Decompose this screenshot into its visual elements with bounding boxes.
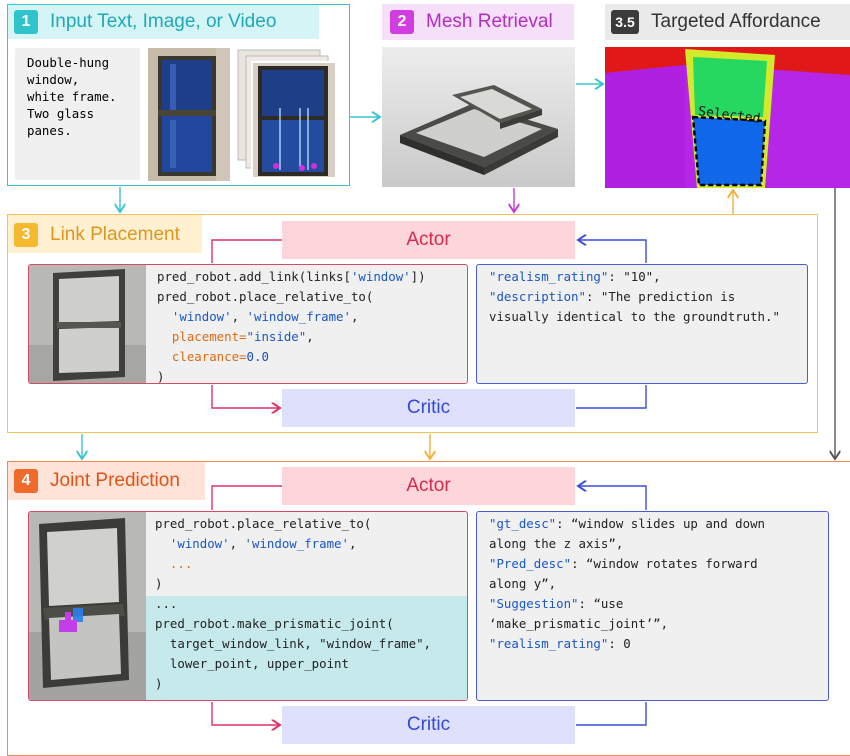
stage3-critic-box: Critic	[282, 389, 575, 427]
stage3-title: Link Placement	[50, 224, 180, 245]
input-text-line: panes.	[27, 123, 72, 138]
stage2-header	[382, 4, 574, 40]
stage3-window-render	[29, 265, 146, 383]
code-text: ,	[306, 329, 314, 344]
stage35-header	[605, 4, 850, 40]
stage4-number-badge: 4	[14, 469, 38, 493]
stage4-header	[8, 462, 205, 500]
code-string: 'window_frame'	[246, 309, 351, 324]
input-text-line: Double-hung	[27, 55, 110, 70]
code-text: lower_point, upper_point	[169, 656, 349, 671]
feedback-value: : “window slides up and down	[556, 516, 766, 531]
code-text: target_window_link, "window_frame",	[169, 636, 432, 651]
stage3-header	[8, 215, 202, 253]
feedback-value: along y”,	[489, 576, 557, 591]
code-text: ,	[231, 309, 247, 324]
stage1-number-badge: 1	[14, 10, 38, 34]
code-text: )	[155, 576, 163, 591]
code-text: ,	[350, 309, 359, 324]
feedback-value: along the z axis”,	[489, 536, 624, 551]
stage3-critic-label: Critic	[406, 397, 451, 418]
code-param: clearance=	[171, 349, 247, 364]
feedback-key: "realism_rating"	[489, 636, 609, 651]
stage3-code-panel: pred_robot.add_link(links['window']) pre…	[28, 264, 468, 384]
feedback-value: : "10",	[608, 269, 661, 284]
feedback-key: "description"	[489, 289, 586, 304]
input-photo	[148, 48, 230, 181]
stage4-title: Joint Prediction	[50, 470, 180, 491]
feedback-key: "realism_rating"	[489, 269, 609, 284]
feedback-key: "gt_desc"	[489, 516, 557, 531]
code-string: 'window_frame'	[244, 536, 349, 551]
stage4-actor-label: Actor	[406, 475, 451, 496]
code-text: pred_robot.add_link(links[	[157, 269, 351, 284]
code-ellipsis: ...	[169, 556, 193, 571]
code-text: ,	[229, 536, 245, 551]
stage2-title: Mesh Retrieval	[426, 11, 553, 32]
code-param: placement=	[171, 329, 247, 344]
code-text: ,	[348, 536, 357, 551]
stage4-actor-box: Actor	[282, 467, 575, 505]
feedback-value: ‘make_prismatic_joint’”,	[489, 616, 669, 631]
stage35-number-badge: 3.5	[611, 10, 639, 34]
code-text: pred_robot.place_relative_to(	[155, 516, 372, 531]
stage4-feedback-panel: "gt_desc": “window slides up and down al…	[476, 511, 829, 701]
input-text-line: window,	[27, 72, 80, 87]
code-number: 0.0	[246, 349, 269, 364]
affordance-segmentation	[605, 47, 850, 188]
input-video-frames	[237, 49, 337, 179]
input-text-line: Two glass	[27, 106, 95, 121]
code-text: pred_robot.place_relative_to(	[157, 289, 374, 304]
stage1-title: Input Text, Image, or Video	[50, 11, 277, 32]
stage3-number-badge: 3	[14, 223, 38, 247]
feedback-value: : “use	[578, 596, 624, 611]
code-string: 'window'	[171, 309, 232, 324]
feedback-value: visually identical to the groundtruth."	[489, 309, 780, 324]
input-text-line: white frame.	[27, 89, 117, 104]
stage3-actor-box: Actor	[282, 221, 575, 259]
code-text: )	[157, 369, 165, 384]
stage4-window-render	[29, 512, 146, 700]
stage1-header	[8, 5, 319, 39]
code-text: ...	[155, 596, 178, 611]
stage4-critic-label: Critic	[406, 714, 451, 735]
input-text-box: Double-hung window, white frame. Two gla…	[15, 48, 140, 180]
stage3-feedback-panel: "realism_rating": "10", "description": "…	[476, 264, 808, 384]
code-text: ])	[410, 269, 426, 284]
code-string: 'window'	[169, 536, 230, 551]
code-text: pred_robot.make_prismatic_joint(	[155, 616, 394, 631]
feedback-value: : "The prediction is	[585, 289, 736, 304]
feedback-key: "Pred_desc"	[489, 556, 572, 571]
code-string: "inside"	[246, 329, 307, 344]
highlighted-code-region	[146, 596, 467, 700]
stage3-actor-label: Actor	[406, 229, 451, 250]
stage4-critic-box: Critic	[282, 706, 575, 744]
stage3-panel	[7, 214, 818, 433]
stage35-title: Targeted Affordance	[651, 11, 821, 32]
feedback-key: "Suggestion"	[489, 596, 579, 611]
retrieved-mesh-render	[382, 47, 575, 187]
feedback-value: : 0	[608, 636, 631, 651]
stage2-number-badge: 2	[390, 10, 414, 34]
feedback-value: : “window rotates forward	[571, 556, 758, 571]
stage4-code-panel: pred_robot.place_relative_to( 'window', …	[28, 511, 468, 701]
code-string: 'window'	[350, 269, 411, 284]
code-text: )	[155, 676, 163, 691]
